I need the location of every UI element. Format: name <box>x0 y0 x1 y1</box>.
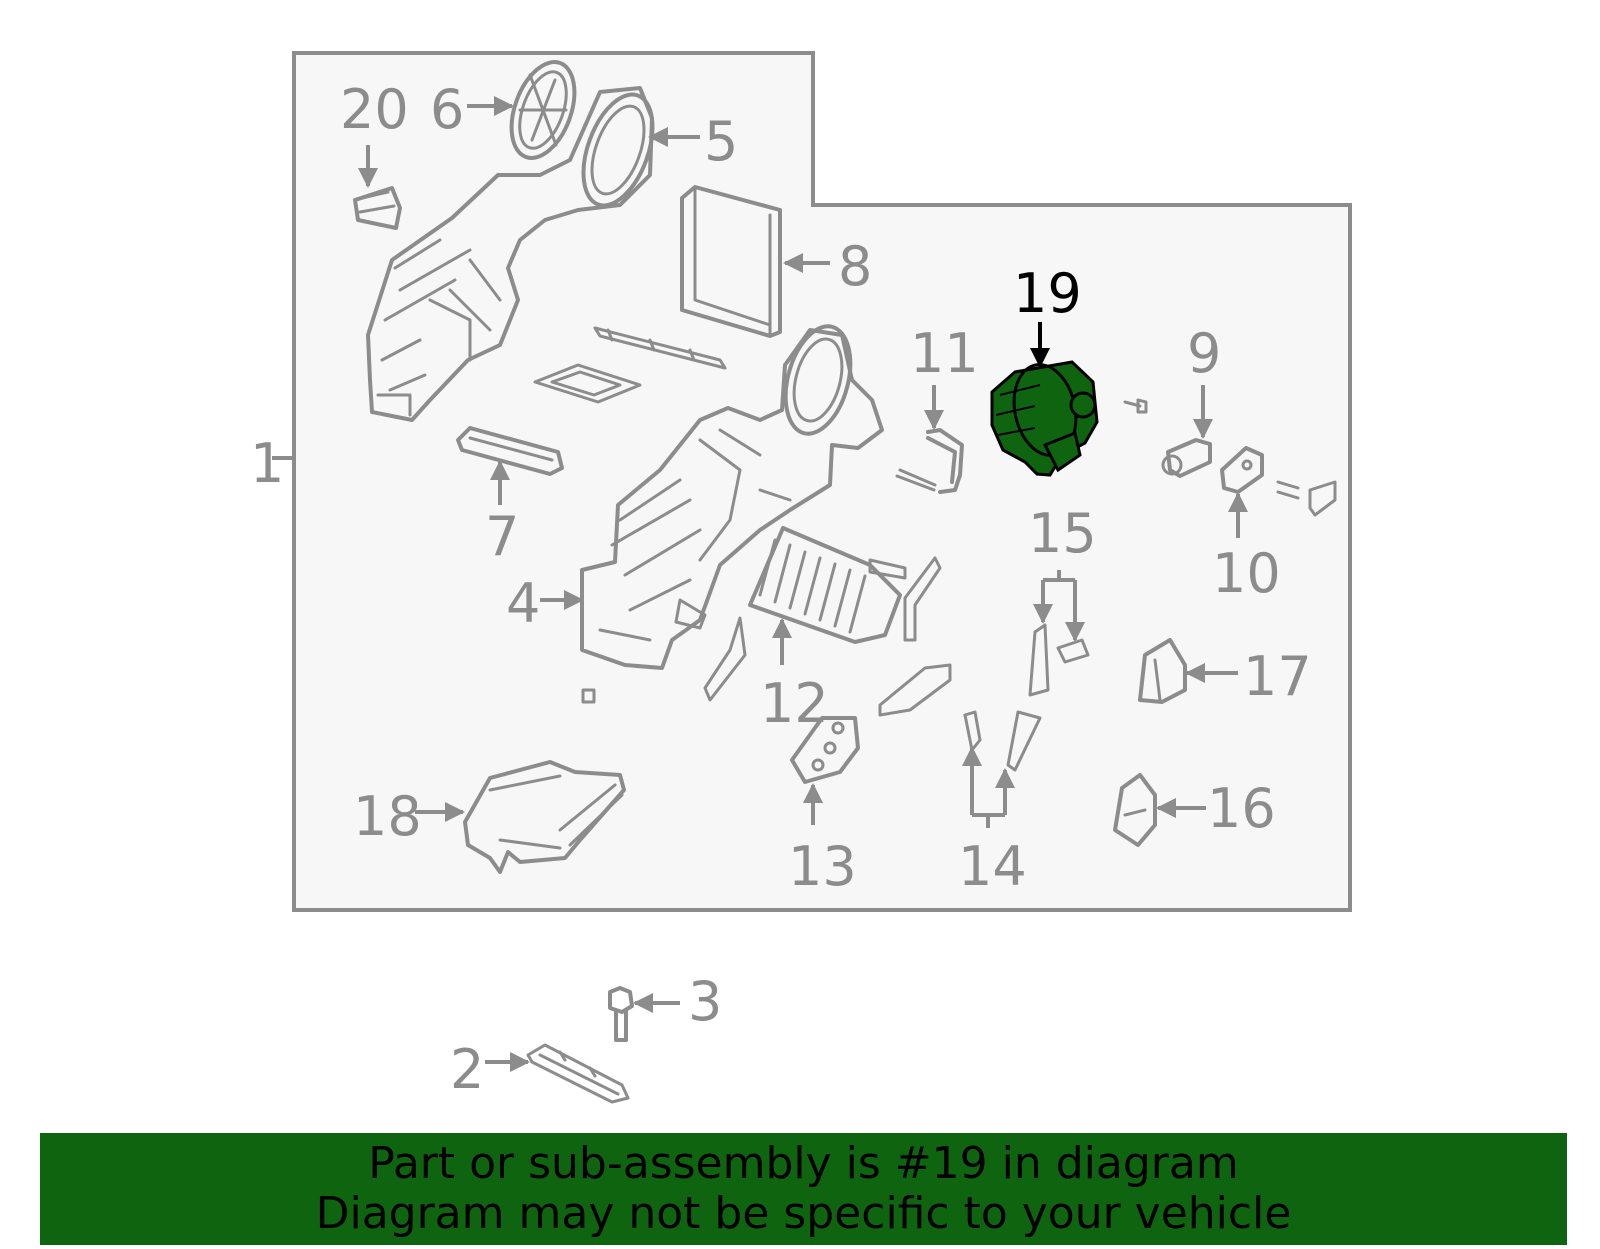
callout-10-label: 10 <box>1212 542 1281 605</box>
callout-20-label: 20 <box>340 78 409 141</box>
part-19-blower-motor[interactable] <box>990 359 1099 477</box>
callout-7-label: 7 <box>485 505 519 568</box>
part-18-module[interactable] <box>463 760 626 874</box>
part-6-grille[interactable] <box>500 53 587 166</box>
callout-15-bracket <box>1043 570 1075 582</box>
part-11-sensor[interactable] <box>895 428 964 494</box>
footer-line-2: Diagram may not be specific to your vehi… <box>315 1188 1292 1239</box>
callout-19-label: 19 <box>1013 262 1082 325</box>
callout-17-label: 17 <box>1243 645 1312 708</box>
part-16-flap[interactable] <box>1113 773 1157 847</box>
part-20-actuator[interactable] <box>353 186 402 230</box>
callout-1-label: 1 <box>250 432 284 495</box>
callout-4-label: 4 <box>506 572 540 635</box>
callout-3-label: 3 <box>688 970 722 1033</box>
callout-5-label: 5 <box>704 110 738 173</box>
part-3-bolt[interactable] <box>608 986 634 1042</box>
callout-14-label: 14 <box>958 835 1027 898</box>
assembly-outline <box>292 51 1352 912</box>
part-12-heater-core[interactable] <box>748 526 907 644</box>
callout-15-label: 15 <box>1028 502 1097 565</box>
callout-18-label: 18 <box>353 785 422 848</box>
duct-pieces <box>581 556 952 717</box>
callout-6-label: 6 <box>430 78 464 141</box>
part-7-gasket[interactable] <box>456 426 564 476</box>
part-13-plate[interactable] <box>790 716 860 784</box>
callout-2-label: 2 <box>450 1038 484 1101</box>
part-10-bracket[interactable] <box>1220 446 1337 517</box>
callout-12-label: 12 <box>760 672 829 735</box>
callout-14-bracket <box>972 813 1005 828</box>
part-4-lower-housing[interactable] <box>580 319 884 670</box>
part-9-resistor[interactable] <box>1161 438 1212 478</box>
callout-8-label: 8 <box>838 235 872 298</box>
callout-9-label: 9 <box>1187 322 1221 385</box>
part-2-rail[interactable] <box>526 1043 630 1104</box>
seal-strip-upper <box>593 326 727 370</box>
seal-frame <box>533 363 642 404</box>
part-8-evaporator[interactable] <box>680 185 782 338</box>
footer-banner: Part or sub-assembly is #19 in diagram D… <box>40 1133 1567 1245</box>
screw-small <box>1123 398 1148 414</box>
part-5-upper-housing[interactable] <box>366 85 666 422</box>
callout-16-label: 16 <box>1207 777 1276 840</box>
callout-13-label: 13 <box>788 835 857 898</box>
footer-line-1: Part or sub-assembly is #19 in diagram <box>368 1138 1239 1189</box>
callout-11-label: 11 <box>910 322 979 385</box>
part-15-pieces[interactable] <box>1028 623 1090 697</box>
